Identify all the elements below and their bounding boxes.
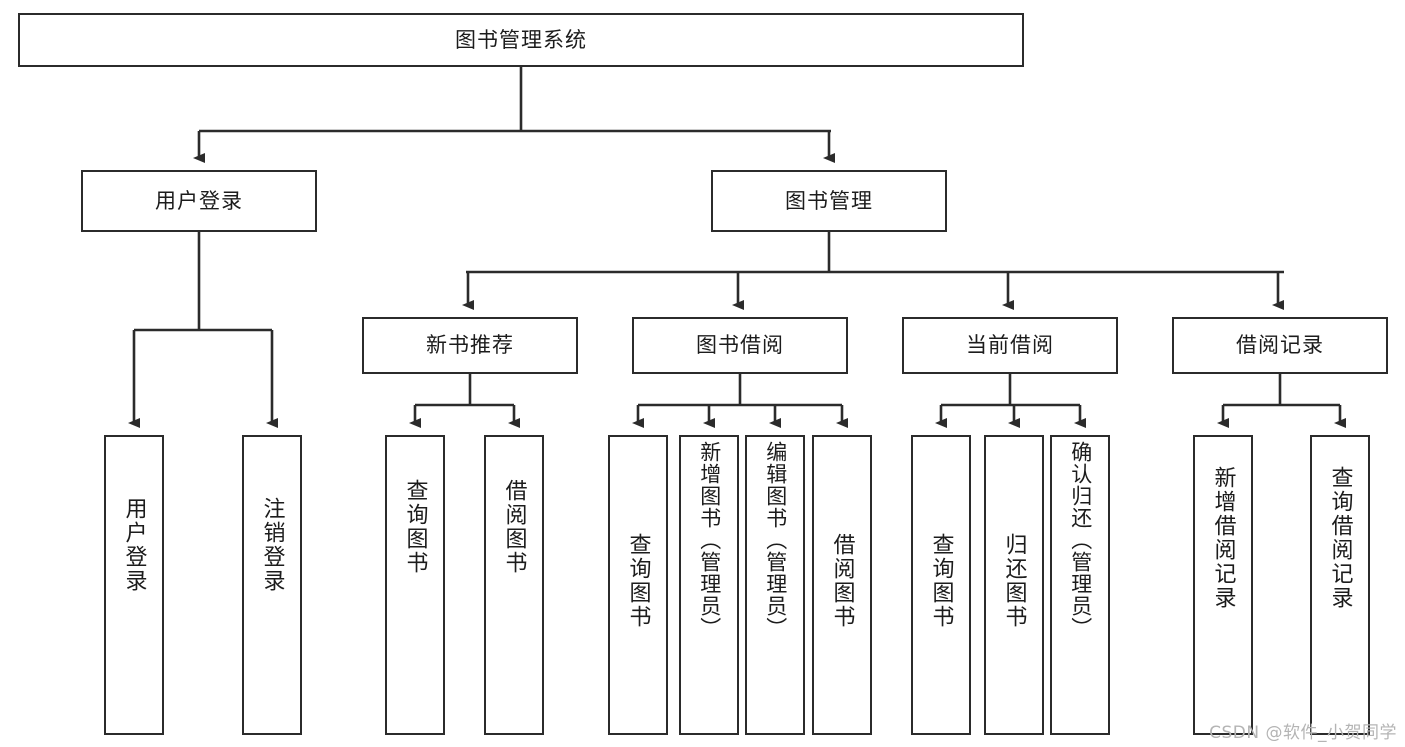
node-label: 新增图书（管理员） — [697, 441, 722, 639]
node-user-login[interactable]: 用户登录 — [81, 170, 317, 232]
node-label: 借阅图书 — [501, 479, 527, 575]
leaf-edit-book-admin[interactable]: 编辑图书（管理员） — [745, 435, 805, 735]
leaf-query-book-borrow[interactable]: 查询图书 — [608, 435, 668, 735]
node-label: 新增借阅记录 — [1210, 466, 1236, 610]
leaf-query-book-recommend[interactable]: 查询图书 — [385, 435, 445, 735]
node-book-management-system[interactable]: 图书管理系统 — [18, 13, 1024, 67]
node-label: 确认归还（管理员） — [1068, 441, 1093, 639]
node-label: 新书推荐 — [426, 333, 514, 358]
node-label: 查询借阅记录 — [1327, 466, 1353, 610]
leaf-user-login[interactable]: 用户登录 — [104, 435, 164, 735]
node-label: 用户登录 — [121, 497, 147, 593]
node-label: 图书管理 — [785, 188, 873, 213]
node-label: 借阅记录 — [1236, 333, 1324, 358]
node-book-borrow[interactable]: 图书借阅 — [632, 317, 848, 374]
node-book-management[interactable]: 图书管理 — [711, 170, 947, 232]
csdn-watermark: CSDN @软件_小贺同学 — [1209, 723, 1397, 743]
leaf-add-borrow-record[interactable]: 新增借阅记录 — [1193, 435, 1253, 735]
node-label: 编辑图书（管理员） — [763, 441, 788, 639]
leaf-query-borrow-record[interactable]: 查询借阅记录 — [1310, 435, 1370, 735]
leaf-query-book-current[interactable]: 查询图书 — [911, 435, 971, 735]
node-label: 归还图书 — [1001, 533, 1027, 629]
leaf-return-book[interactable]: 归还图书 — [984, 435, 1044, 735]
node-borrow-record[interactable]: 借阅记录 — [1172, 317, 1388, 374]
node-label: 注销登录 — [259, 497, 285, 593]
node-new-book-recommend[interactable]: 新书推荐 — [362, 317, 578, 374]
node-label: 查询图书 — [402, 479, 428, 575]
leaf-borrow-book-recommend[interactable]: 借阅图书 — [484, 435, 544, 735]
node-label: 借阅图书 — [829, 533, 855, 629]
leaf-confirm-return-admin[interactable]: 确认归还（管理员） — [1050, 435, 1110, 735]
leaf-borrow-book[interactable]: 借阅图书 — [812, 435, 872, 735]
node-current-borrow[interactable]: 当前借阅 — [902, 317, 1118, 374]
node-label: 当前借阅 — [966, 333, 1054, 358]
node-label: 查询图书 — [928, 533, 954, 629]
node-label: 查询图书 — [625, 533, 651, 629]
leaf-user-logout[interactable]: 注销登录 — [242, 435, 302, 735]
node-label: 用户登录 — [155, 188, 243, 213]
leaf-add-book-admin[interactable]: 新增图书（管理员） — [679, 435, 739, 735]
node-label: 图书管理系统 — [455, 27, 587, 52]
node-label: 图书借阅 — [696, 333, 784, 358]
